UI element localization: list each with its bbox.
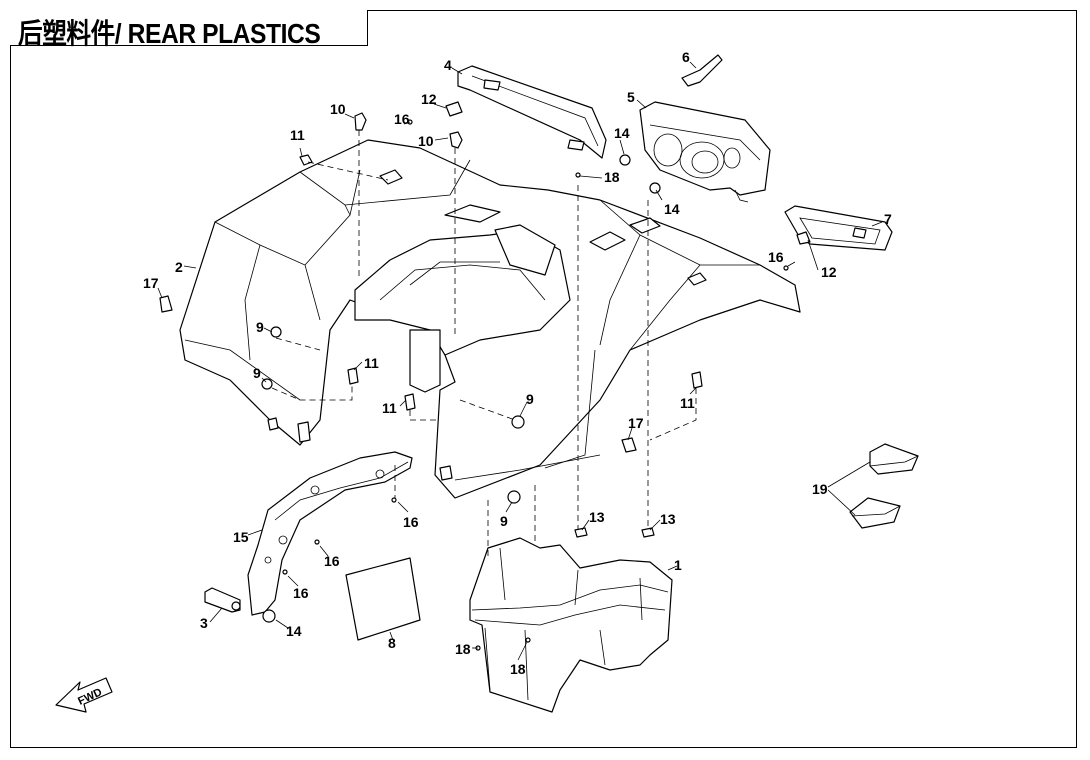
callout-9-lower-left: 9 <box>253 365 261 381</box>
leader-lines <box>157 61 883 661</box>
callout-8: 8 <box>388 635 396 651</box>
callout-numbers: 1 2 3 4 5 6 7 8 9 9 9 9 10 10 11 11 11 1… <box>143 49 892 677</box>
callout-11-middle: 11 <box>364 355 379 371</box>
callout-9-upper-left: 9 <box>256 319 264 335</box>
callout-7: 7 <box>884 211 892 227</box>
callout-12-top: 12 <box>421 91 437 107</box>
diagram-frame <box>10 10 1077 748</box>
inner-liner <box>469 537 673 713</box>
side-shield <box>247 451 413 616</box>
callout-15: 15 <box>233 529 249 545</box>
callout-2: 2 <box>175 259 183 275</box>
callout-17-left: 17 <box>143 275 159 291</box>
sticker-sheet <box>345 557 421 641</box>
callout-16-shield-top: 16 <box>403 514 419 530</box>
page-title: 后塑料件/ REAR PLASTICS <box>18 18 321 49</box>
callout-12-right: 12 <box>821 264 837 280</box>
callout-14-tail-light: 14 <box>664 201 680 217</box>
fasteners <box>159 101 811 651</box>
bolt-part-3 <box>204 587 241 613</box>
callout-10-left: 10 <box>330 101 346 117</box>
callout-6: 6 <box>682 49 690 65</box>
callout-13-right: 13 <box>660 511 676 527</box>
tail-light <box>639 101 771 203</box>
callout-4: 4 <box>444 57 452 73</box>
callout-1: 1 <box>674 557 682 573</box>
rear-fender <box>179 139 801 499</box>
callout-11-lower: 11 <box>382 400 397 416</box>
callout-11-top: 11 <box>290 127 305 143</box>
callout-14-top: 14 <box>614 125 630 141</box>
callout-10-center: 10 <box>418 133 434 149</box>
rear-rack-plate <box>457 65 607 159</box>
callout-18-bottom: 18 <box>510 661 526 677</box>
callout-13-left: 13 <box>589 509 605 525</box>
callout-18-bottom-left: 18 <box>455 641 471 657</box>
title-box: 后塑料件/ REAR PLASTICS <box>10 10 368 49</box>
callout-3: 3 <box>200 615 208 631</box>
callout-18-top: 18 <box>604 169 620 185</box>
callout-16-shield-lower: 16 <box>293 585 309 601</box>
assembly-lines <box>271 130 697 560</box>
callout-9-center: 9 <box>526 391 534 407</box>
callout-9-bottom: 9 <box>500 513 508 529</box>
fwd-arrow-icon: FWD <box>55 677 113 713</box>
callout-14-bottom: 14 <box>286 623 302 639</box>
foam-pads <box>849 443 919 529</box>
callout-16-shield-middle: 16 <box>324 553 340 569</box>
callout-11-right: 11 <box>680 395 695 411</box>
callout-5: 5 <box>627 89 635 105</box>
hook-clip <box>681 54 723 87</box>
callout-17-right: 17 <box>628 415 644 431</box>
callout-16-top: 16 <box>394 111 410 127</box>
callout-19: 19 <box>812 481 828 497</box>
callout-16-right: 16 <box>768 249 784 265</box>
